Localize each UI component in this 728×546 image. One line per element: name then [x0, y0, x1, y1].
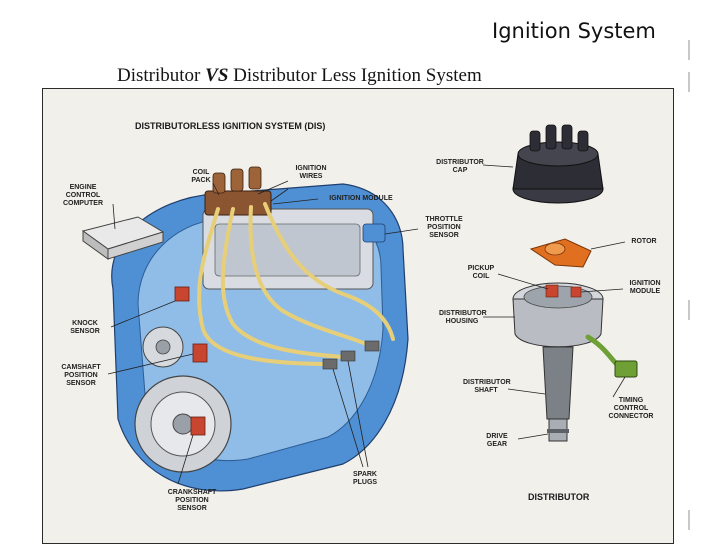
label-spark-plugs: SPARK PLUGS — [352, 471, 378, 486]
decorative-rule — [688, 40, 690, 60]
subtitle-vs: VS — [205, 65, 229, 86]
label-ignition-wires: IGNITION WIRES — [295, 165, 327, 180]
label-timing-control-connector: TIMING CONTROL CONNECTOR — [608, 397, 654, 420]
label-pickup-coil: PICKUP COIL — [467, 265, 495, 280]
distributor-housing-illustration — [512, 282, 604, 442]
label-knock-sensor: KNOCK SENSOR — [70, 320, 100, 335]
distributor-diagram-title: DISTRIBUTOR — [528, 492, 590, 502]
slide-subtitle: Distributor VS Distributor Less Ignition… — [117, 65, 482, 87]
diagram-artwork — [81, 124, 638, 492]
decorative-rule — [688, 510, 690, 530]
label-camshaft-position-sensor: CAMSHAFT POSITION SENSOR — [61, 364, 101, 387]
label-drive-gear: DRIVE GEAR — [486, 433, 508, 448]
rotor-illustration — [529, 238, 592, 268]
timing-connector-illustration — [585, 334, 638, 378]
ignition-wires-illustration — [197, 202, 395, 366]
ignition-diagram: DISTRIBUTORLESS IGNITION SYSTEM (DIS) DI… — [42, 88, 674, 544]
slide-title: Ignition System — [492, 19, 656, 43]
decorative-rule — [688, 72, 690, 92]
dis-diagram-title: DISTRIBUTORLESS IGNITION SYSTEM (DIS) — [135, 121, 326, 131]
label-distributor-cap: DISTRIBUTOR CAP — [436, 159, 484, 174]
label-coil-pack: COIL PACK — [191, 169, 211, 184]
label-distributor-housing: DISTRIBUTOR HOUSING — [439, 310, 487, 325]
label-rotor: ROTOR — [631, 238, 657, 245]
decorative-rule — [688, 300, 690, 320]
label-engine-control-computer: ENGINE CONTROL COMPUTER — [62, 184, 104, 207]
subtitle-part-1: Distributor — [117, 65, 206, 86]
leader-lines — [107, 164, 626, 485]
distributor-cap-illustration — [512, 124, 604, 204]
subtitle-part-2: Distributor Less Ignition System — [228, 65, 482, 86]
label-distributor-shaft: DISTRIBUTOR SHAFT — [463, 379, 511, 394]
label-crankshaft-position-sensor: CRANKSHAFT POSITION SENSOR — [167, 489, 217, 512]
label-throttle-position-sensor: THROTTLE POSITION SENSOR — [425, 216, 463, 239]
coil-pack-illustration — [204, 166, 272, 216]
spark-plug-boots — [322, 340, 380, 370]
label-ignition-module-dis: IGNITION MODULE — [329, 195, 393, 202]
ecu-illustration — [81, 216, 165, 260]
label-ignition-module-distributor: IGNITION MODULE — [629, 280, 661, 295]
